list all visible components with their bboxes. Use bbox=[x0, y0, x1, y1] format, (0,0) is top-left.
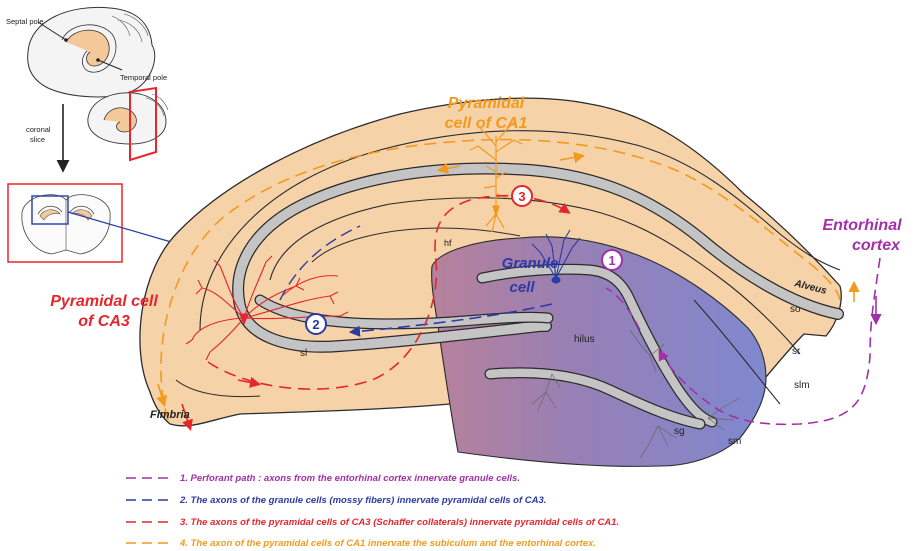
legend-item-1: 1. Perforant path : axons from the entor… bbox=[126, 473, 520, 484]
legend: 1. Perforant path : axons from the entor… bbox=[126, 473, 619, 549]
septal-pole-label: Septal pole bbox=[6, 17, 44, 26]
legend-text-4: 4. The axon of the pyramidal cells of CA… bbox=[179, 538, 596, 549]
sr-label: sr bbox=[792, 346, 801, 357]
sl-label: sl bbox=[300, 348, 307, 359]
brain-drawing-sliced bbox=[88, 88, 168, 160]
granule-label-line1: Granule bbox=[502, 255, 559, 272]
brain-drawing-top: Septal pole Temporal pole bbox=[6, 7, 167, 97]
ca1-label-line1: Pyramidal bbox=[448, 95, 525, 112]
granule-label-line2: cell bbox=[509, 279, 535, 296]
ca3-label-line1: Pyramidal cell bbox=[50, 293, 158, 310]
entorhinal-label-line1: Entorhinal bbox=[822, 217, 902, 234]
marker-1: 1 bbox=[602, 250, 622, 270]
legend-item-3: 3. The axons of the pyramidal cells of C… bbox=[126, 517, 619, 528]
sg-label: sg bbox=[674, 426, 685, 437]
so-label: so bbox=[790, 304, 801, 315]
marker-2: 2 bbox=[306, 314, 326, 334]
legend-item-2: 2. The axons of the granule cells (mossy… bbox=[126, 495, 546, 506]
marker-1-label: 1 bbox=[608, 253, 615, 268]
legend-text-2: 2. The axons of the granule cells (mossy… bbox=[179, 495, 546, 506]
brain-inset: Septal pole Temporal pole coronal slice bbox=[6, 7, 178, 262]
coronal-label-1: coronal bbox=[26, 125, 51, 134]
legend-item-4: 4. The axon of the pyramidal cells of CA… bbox=[126, 538, 596, 549]
marker-3: 3 bbox=[512, 186, 532, 206]
entorhinal-label-line2: cortex bbox=[852, 237, 901, 254]
marker-3-label: 3 bbox=[518, 189, 525, 204]
hilus-label: hilus bbox=[574, 334, 595, 345]
temporal-pole-label: Temporal pole bbox=[120, 73, 167, 82]
hf-label: hf bbox=[444, 238, 452, 248]
ca1-label-line2: cell of CA1 bbox=[445, 115, 528, 132]
legend-text-3: 3. The axons of the pyramidal cells of C… bbox=[180, 517, 619, 528]
fimbria-label: Fimbria bbox=[150, 409, 190, 421]
marker-2-label: 2 bbox=[312, 317, 319, 332]
slm-label: slm bbox=[794, 380, 810, 391]
legend-text-1: 1. Perforant path : axons from the entor… bbox=[180, 473, 520, 484]
sm-label: sm bbox=[728, 436, 741, 447]
ca3-label-line2: of CA3 bbox=[78, 313, 130, 330]
coronal-label-2: slice bbox=[30, 135, 45, 144]
